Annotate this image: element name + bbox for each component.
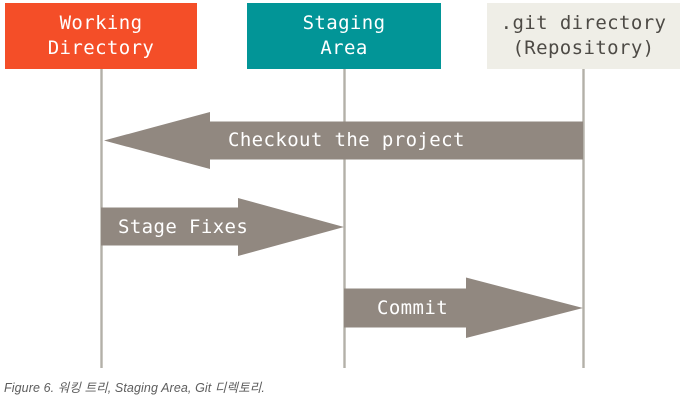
arrow-stage-fixes — [101, 198, 344, 256]
node-working-directory-line2: Directory — [47, 37, 155, 59]
arrow-label-commit: Commit — [377, 297, 449, 319]
arrow-label-checkout: Checkout the project — [228, 129, 465, 151]
arrow-checkout — [104, 112, 583, 169]
node-working-directory-line1: Working — [59, 12, 143, 34]
diagram-canvas — [100, 69, 585, 368]
node-staging-area: Staging Area — [247, 3, 441, 69]
figure-caption: Figure 6. 워킹 트리, Staging Area, Git 디렉토리. — [4, 381, 265, 395]
node-git-directory-line2: (Repository) — [512, 37, 655, 59]
node-working-directory: Working Directory — [5, 3, 197, 69]
node-git-directory: .git directory (Repository) — [487, 3, 680, 69]
arrow-label-stage-fixes: Stage Fixes — [118, 216, 249, 238]
arrow-commit — [344, 277, 583, 338]
node-git-directory-line1: .git directory — [500, 12, 667, 34]
node-staging-area-line1: Staging — [302, 12, 386, 34]
node-staging-area-line2: Area — [320, 37, 368, 59]
git-workflow-diagram: Working Directory Staging Area .git dire… — [5, 3, 680, 368]
